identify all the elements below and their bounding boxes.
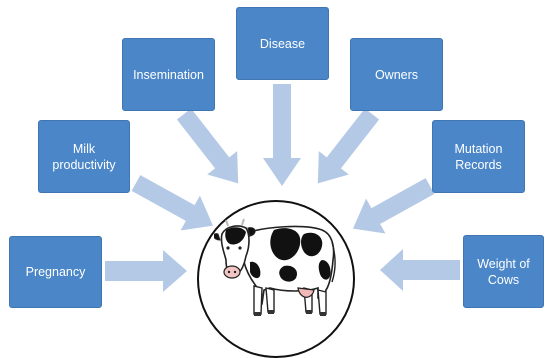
node-pregnancy: Pregnancy (9, 236, 102, 308)
arrow-disease (263, 84, 301, 186)
arrow-owners (317, 108, 380, 184)
arrow-weight (380, 249, 460, 291)
node-mutation-records: Mutation Records (432, 120, 525, 193)
node-disease: Disease (236, 7, 329, 80)
node-insemination: Insemination (122, 38, 215, 111)
node-milk-productivity: Milk productivity (38, 120, 130, 193)
arrow-insemination (176, 108, 239, 184)
cow-icon (214, 218, 336, 316)
node-weight-of-cows: Weight of Cows (463, 235, 544, 308)
arrow-pregnancy (105, 250, 187, 292)
node-owners: Owners (350, 38, 443, 111)
arrow-milk (131, 175, 213, 231)
arrow-mutation (353, 178, 435, 234)
